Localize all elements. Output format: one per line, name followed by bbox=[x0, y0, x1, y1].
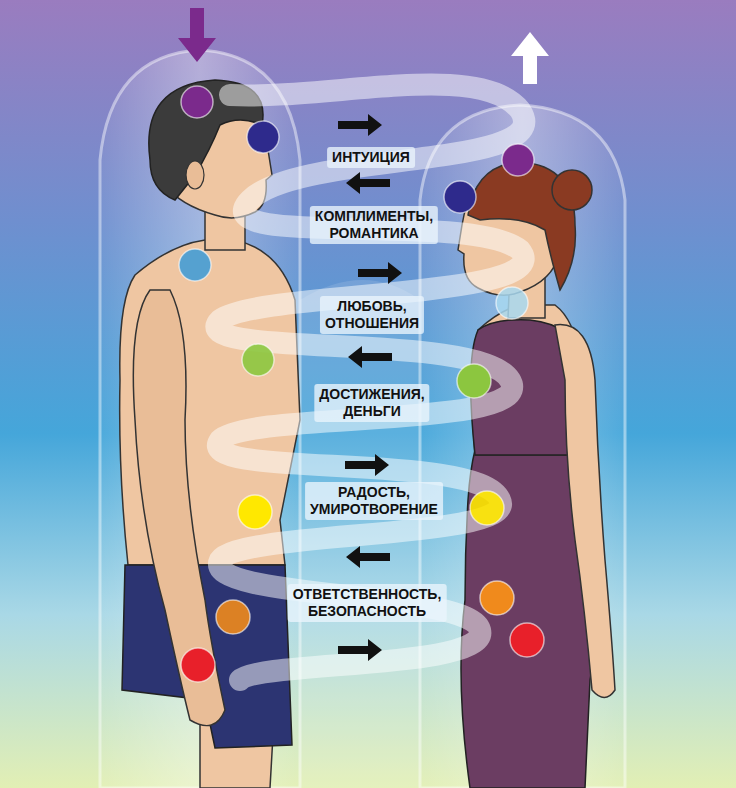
chakra-dots bbox=[179, 86, 544, 682]
light-columns bbox=[100, 50, 625, 788]
chakra-label: ДОСТИЖЕНИЯ, ДЕНЬГИ bbox=[314, 384, 429, 422]
chakra-label: КОМПЛИМЕНТЫ, РОМАНТИКА bbox=[310, 206, 438, 244]
chakra-label: ЛЮБОВЬ, ОТНОШЕНИЯ bbox=[320, 296, 424, 334]
chakra-label: ИНТУИЦИЯ bbox=[327, 147, 415, 168]
up-arrow bbox=[511, 32, 549, 84]
chakra-label: ОТВЕТСТВЕННОСТЬ, БЕЗОПАСНОСТЬ bbox=[288, 584, 447, 622]
spiral-ribbon bbox=[216, 85, 524, 680]
chakra-label: РАДОСТЬ, УМИРОТВОРЕНИЕ bbox=[305, 482, 443, 520]
down-arrow bbox=[178, 8, 216, 62]
